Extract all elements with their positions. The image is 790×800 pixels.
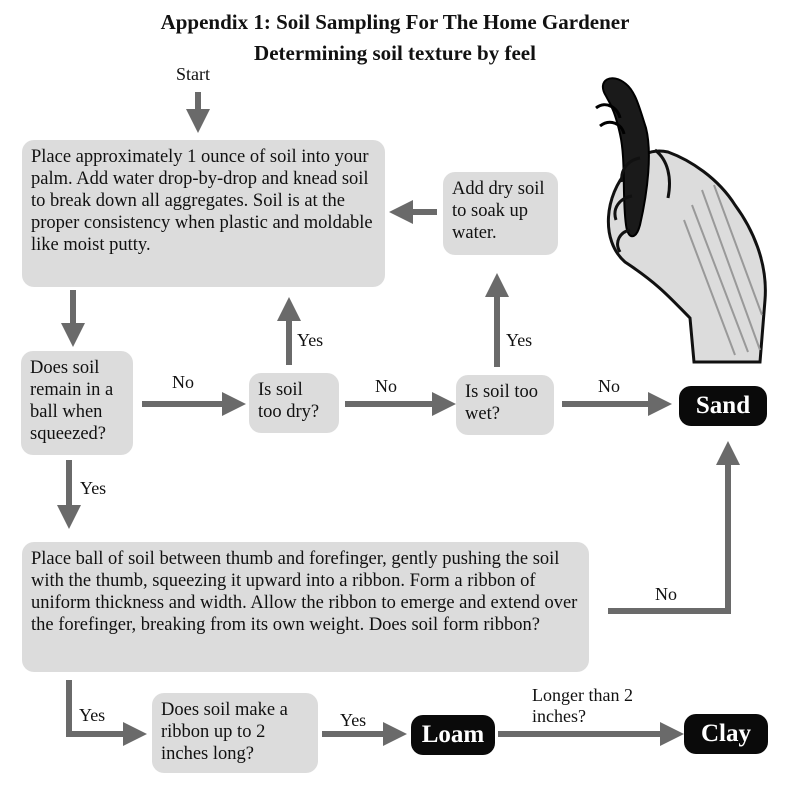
edge-label-wet-yes: Yes [506,330,533,350]
ribbon-length-question-box: Does soil make a ribbon up to 2 inches l… [152,693,318,773]
too-wet-question-box: Is soil too wet? [456,375,554,435]
ribbon-question-box: Place ball of soil between thumb and for… [22,542,589,672]
edge-label-longer-than: Longer than 2 inches? [532,685,633,726]
edge-label-ribbon-yes: Yes [79,705,106,725]
edge-label-ribbon-no: No [655,584,677,604]
edge-label-ball-no: No [172,372,194,392]
diagram-subtitle: Determining soil texture by feel [254,41,536,65]
edge-label-ball-yes: Yes [80,478,107,498]
edge-label-dry-no: No [375,376,397,396]
edge-label-wet-no: No [598,376,620,396]
prep-soil-box: Place approximately 1 ounce of soil into… [22,140,385,287]
arrow-ribbon-to-length [66,680,147,746]
hand-squeezing-soil-icon [595,77,767,364]
loam-terminal: Loam [411,715,495,755]
clay-terminal: Clay [684,714,768,754]
start-label: Start [176,64,210,84]
edge-label-dry-yes: Yes [297,330,324,350]
edge-label-length-yes: Yes [340,710,367,730]
too-dry-question-box: Is soil too dry? [249,373,339,433]
sand-terminal: Sand [679,386,767,426]
add-dry-soil-box: Add dry soil to soak up water. [443,172,558,255]
arrow-ribbon-to-sand [608,441,740,614]
ball-question-box: Does soil remain in a ball when squeezed… [21,351,133,455]
diagram-title: Appendix 1: Soil Sampling For The Home G… [160,10,630,34]
